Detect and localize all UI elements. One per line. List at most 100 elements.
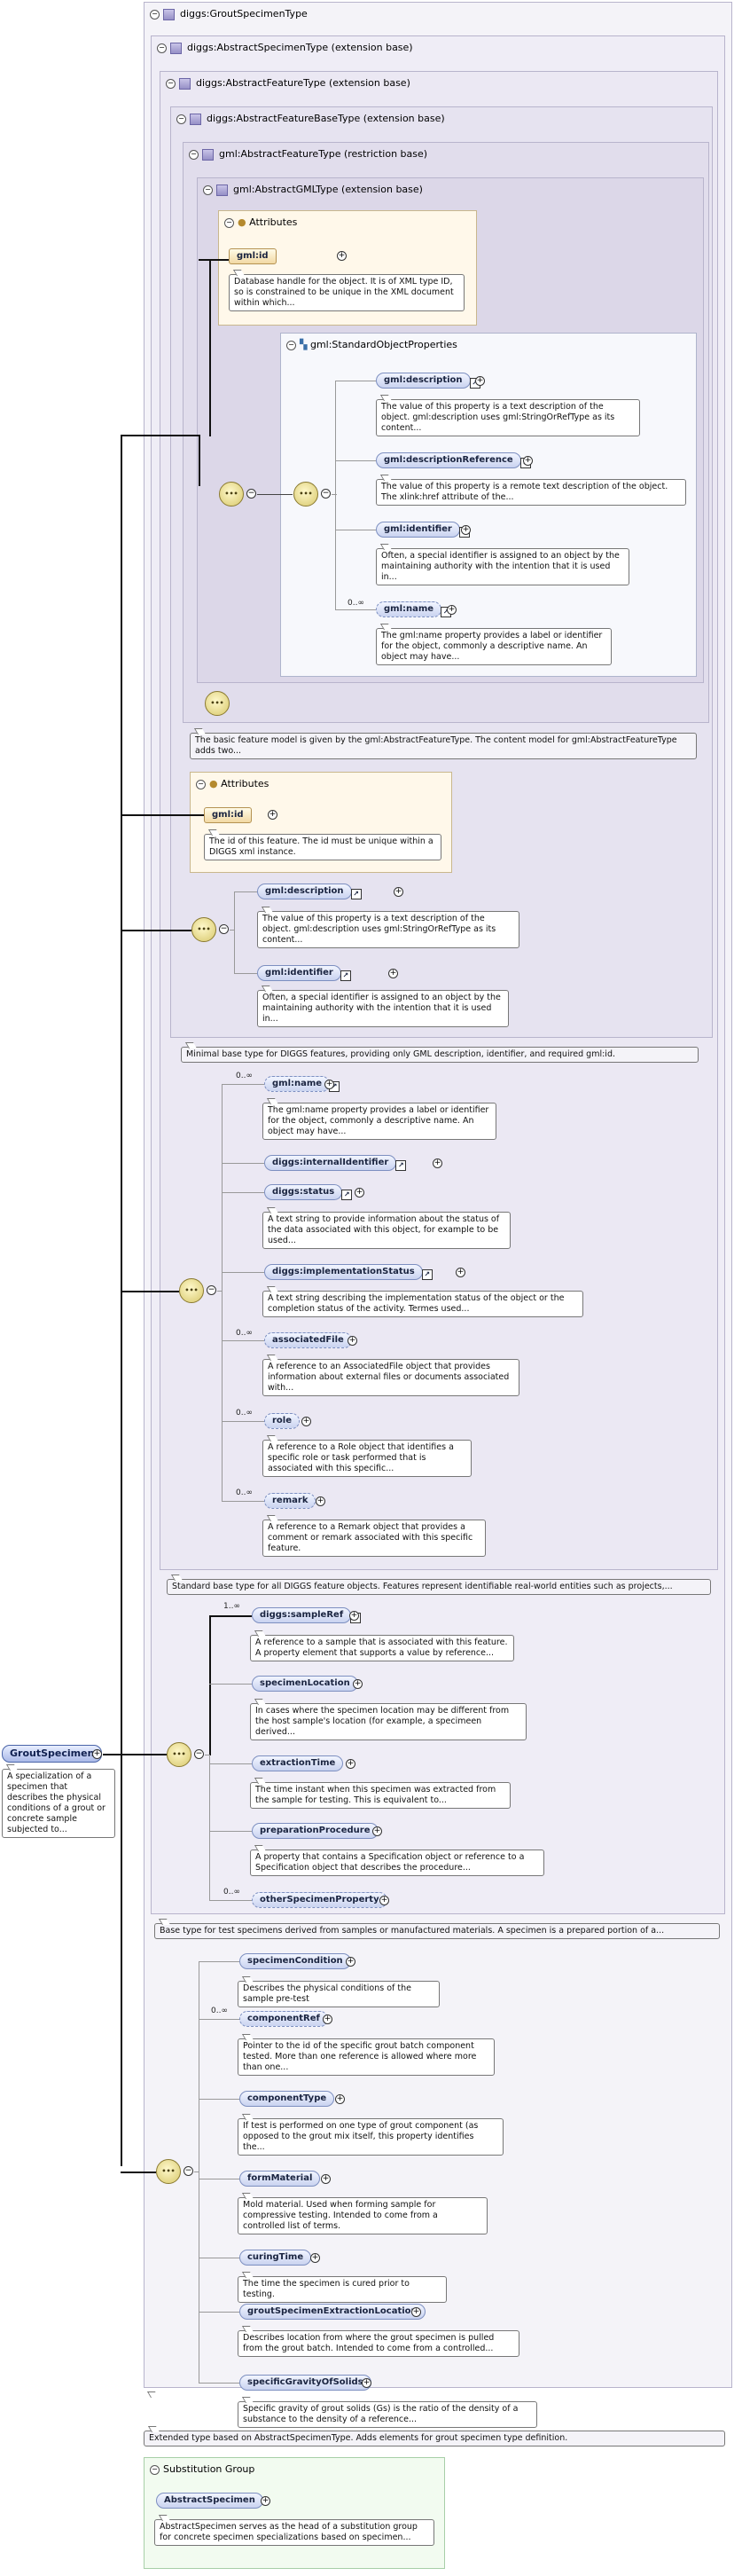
collapse-minus-icon[interactable]: −	[157, 43, 167, 53]
expand-plus-icon[interactable]: +	[346, 1759, 355, 1769]
sequence-compositor-icon[interactable]: •••	[293, 482, 318, 507]
element-diggs-sample-ref[interactable]: diggs:sampleRef	[252, 1607, 362, 1623]
expand-plus-icon[interactable]: +	[324, 1080, 334, 1089]
expand-plus-icon[interactable]: +	[411, 2307, 421, 2317]
collapse-minus-icon[interactable]: −	[224, 217, 234, 228]
sequence-compositor-icon[interactable]: •••	[219, 482, 244, 507]
attr-gml-id[interactable]: gml:id	[229, 248, 277, 264]
collapse-minus-icon[interactable]: −	[176, 114, 186, 124]
element-diggs-implementation-status[interactable]: diggs:implementationStatus	[264, 1264, 433, 1280]
element-gml-name[interactable]: gml:name	[264, 1076, 340, 1092]
collapse-minus-icon[interactable]: −	[246, 489, 256, 499]
expand-plus-icon[interactable]: +	[348, 1336, 357, 1346]
element-curing-time[interactable]: curingTime	[239, 2250, 312, 2266]
element-specific-gravity-of-solids[interactable]: specificGravityOfSolids	[239, 2375, 371, 2391]
element-doc: Describes location from where the grout …	[238, 2330, 519, 2357]
expand-plus-icon[interactable]: +	[362, 2378, 371, 2388]
expand-plus-icon[interactable]: +	[447, 605, 457, 615]
collapse-minus-icon[interactable]: −	[286, 340, 296, 350]
expand-plus-icon[interactable]: +	[394, 887, 403, 897]
element-doc: Specific gravity of grout solids (Gs) is…	[238, 2401, 537, 2428]
expand-plus-icon[interactable]: +	[92, 1749, 102, 1759]
expand-plus-icon[interactable]: +	[461, 525, 471, 535]
expand-plus-icon[interactable]: +	[310, 2253, 320, 2263]
element-diggs-internal-identifier[interactable]: diggs:internalIdentifier	[264, 1155, 407, 1171]
expand-plus-icon[interactable]: +	[301, 1417, 311, 1426]
complex-type-icon	[163, 8, 175, 20]
collapse-minus-icon[interactable]: −	[150, 9, 160, 20]
element-gml-description-reference[interactable]: gml:descriptionReference	[376, 452, 531, 468]
sequence-compositor-icon[interactable]: •••	[191, 917, 216, 942]
element-form-material[interactable]: formMaterial	[239, 2171, 321, 2187]
expand-plus-icon[interactable]: +	[456, 1268, 465, 1277]
group-title: diggs:AbstractFeatureType (extension bas…	[196, 77, 410, 89]
element-associated-file[interactable]: associatedFile	[264, 1332, 352, 1348]
group-doc: Base type for test specimens derived fro…	[154, 1923, 720, 1939]
sequence-compositor-icon[interactable]: •••	[156, 2159, 181, 2184]
collapse-minus-icon[interactable]: −	[219, 924, 229, 934]
attr-gml-id[interactable]: gml:id	[204, 807, 252, 823]
expand-plus-icon[interactable]: +	[523, 456, 533, 466]
group-doc: The basic feature model is given by the …	[190, 733, 697, 759]
element-doc: In cases where the specimen location may…	[250, 1703, 527, 1740]
expand-plus-icon[interactable]: +	[323, 2014, 332, 2024]
expand-plus-icon[interactable]: +	[349, 1611, 359, 1621]
occurrence-label: 0..∞	[236, 1409, 253, 1418]
expand-plus-icon[interactable]: +	[388, 969, 398, 978]
collapse-minus-icon[interactable]: −	[166, 78, 176, 89]
collapse-minus-icon[interactable]: −	[207, 1285, 216, 1295]
element-gml-identifier[interactable]: gml:identifier	[376, 522, 470, 538]
element-gml-identifier[interactable]: gml:identifier	[257, 965, 351, 981]
element-component-type[interactable]: componentType	[239, 2091, 335, 2107]
group-doc: Minimal base type for DIGGS features, pr…	[181, 1047, 699, 1063]
sequence-compositor-icon[interactable]: •••	[179, 1278, 204, 1303]
element-grout-specimen-extraction-location[interactable]: groutSpecimenExtractionLocation	[239, 2304, 426, 2320]
occurrence-label: 0..∞	[236, 1072, 253, 1080]
element-remark[interactable]: remark	[264, 1493, 316, 1509]
element-preparation-procedure[interactable]: preparationProcedure	[252, 1823, 379, 1839]
expand-plus-icon[interactable]: +	[268, 810, 277, 820]
element-role[interactable]: role	[264, 1413, 301, 1429]
collapse-minus-icon[interactable]: −	[189, 149, 199, 160]
element-doc: A reference to a Role object that identi…	[262, 1440, 472, 1477]
expand-plus-icon[interactable]: +	[372, 1826, 382, 1836]
element-doc: AbstractSpecimen serves as the head of a…	[154, 2519, 434, 2546]
sequence-compositor-icon[interactable]: •••	[205, 691, 230, 716]
group-title: diggs:GroutSpecimenType	[180, 8, 308, 20]
expand-plus-icon[interactable]: +	[316, 1496, 325, 1506]
complex-type-icon	[170, 42, 182, 54]
group-doc: Standard base type for all DIGGS feature…	[167, 1579, 711, 1595]
expand-plus-icon[interactable]: +	[261, 2496, 270, 2506]
element-specimen-condition[interactable]: specimenCondition	[239, 1953, 351, 1969]
expand-plus-icon[interactable]: +	[335, 2094, 345, 2104]
expand-plus-icon[interactable]: +	[475, 376, 485, 386]
root-element[interactable]: GroutSpecimen	[2, 1745, 103, 1763]
element-doc: The value of this property is a remote t…	[376, 479, 686, 506]
collapse-minus-icon[interactable]: −	[321, 489, 331, 499]
collapse-minus-icon[interactable]: −	[194, 1749, 204, 1759]
element-gml-description[interactable]: gml:description	[257, 884, 362, 899]
expand-plus-icon[interactable]: +	[433, 1158, 442, 1168]
element-component-ref[interactable]: componentRef	[239, 2011, 328, 2027]
collapse-minus-icon[interactable]: −	[150, 2464, 160, 2475]
element-gml-name[interactable]: gml:name	[376, 601, 452, 617]
collapse-minus-icon[interactable]: −	[184, 2166, 193, 2176]
element-other-specimen-property[interactable]: otherSpecimenProperty	[252, 1892, 387, 1908]
collapse-minus-icon[interactable]: −	[203, 185, 213, 195]
expand-plus-icon[interactable]: +	[353, 1679, 363, 1689]
element-abstract-specimen[interactable]: AbstractSpecimen	[156, 2493, 263, 2509]
element-gml-description[interactable]: gml:description	[376, 373, 480, 389]
element-specimen-location[interactable]: specimenLocation	[252, 1676, 358, 1692]
element-doc: Describes the physical conditions of the…	[238, 1981, 440, 2007]
element-doc: The time the specimen is cured prior to …	[238, 2276, 447, 2303]
element-diggs-status[interactable]: diggs:status	[264, 1184, 353, 1200]
collapse-minus-icon[interactable]: −	[196, 779, 206, 789]
expand-plus-icon[interactable]: +	[355, 1188, 364, 1198]
sequence-compositor-icon[interactable]: •••	[167, 1742, 191, 1767]
element-extraction-time[interactable]: extractionTime	[252, 1755, 344, 1771]
expand-plus-icon[interactable]: +	[379, 1896, 389, 1905]
expand-plus-icon[interactable]: +	[337, 251, 347, 261]
expand-plus-icon[interactable]: +	[321, 2174, 331, 2184]
attributes-label: Attributes	[221, 778, 269, 789]
expand-plus-icon[interactable]: +	[346, 1957, 355, 1967]
